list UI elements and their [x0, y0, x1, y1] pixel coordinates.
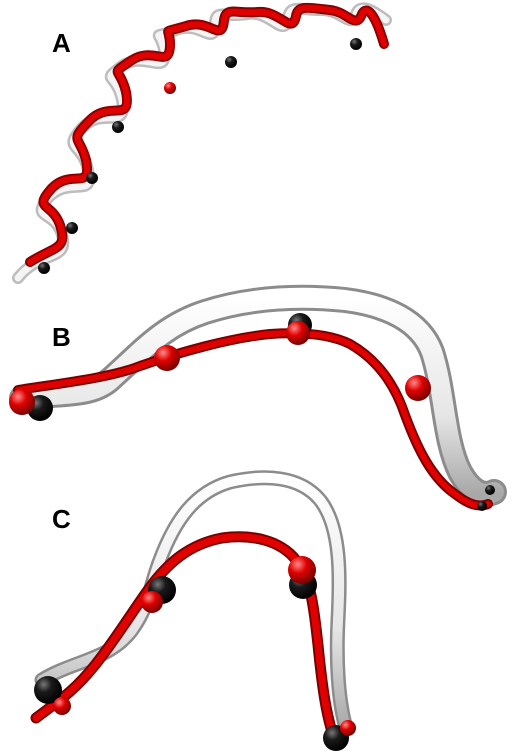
- panel-c-reference-loop: [34, 470, 354, 736]
- panel-a-atom: [225, 56, 237, 68]
- panel-label-c: C: [52, 504, 71, 534]
- panel-c-atom: [141, 591, 163, 613]
- panel-c-atom: [53, 697, 71, 715]
- panel-b-strand: [9, 284, 507, 511]
- panel-a-atom: [350, 38, 362, 50]
- panel-a-atom: [66, 222, 78, 234]
- panel-c-atom: [34, 676, 62, 704]
- panel-c-atom: [340, 720, 356, 736]
- panel-c-atom: [288, 556, 316, 584]
- panel-a-atom: [164, 82, 176, 94]
- panel-c-loop: [30, 470, 356, 751]
- panel-b-atom: [405, 375, 431, 401]
- panel-a-atom: [38, 262, 50, 274]
- panel-b-atom: [154, 345, 180, 371]
- panel-b-atom: [485, 485, 495, 495]
- panel-a-atom: [112, 121, 124, 133]
- panel-a-helix: [12, 2, 392, 284]
- panel-a-atom: [86, 172, 98, 184]
- panel-label-a: A: [52, 28, 71, 58]
- panel-a-model-helix: [25, 2, 389, 267]
- panel-b-atom: [477, 501, 487, 511]
- panel-b-atom: [286, 321, 310, 345]
- panel-b-atom: [9, 389, 35, 415]
- panel-label-b: B: [52, 322, 71, 352]
